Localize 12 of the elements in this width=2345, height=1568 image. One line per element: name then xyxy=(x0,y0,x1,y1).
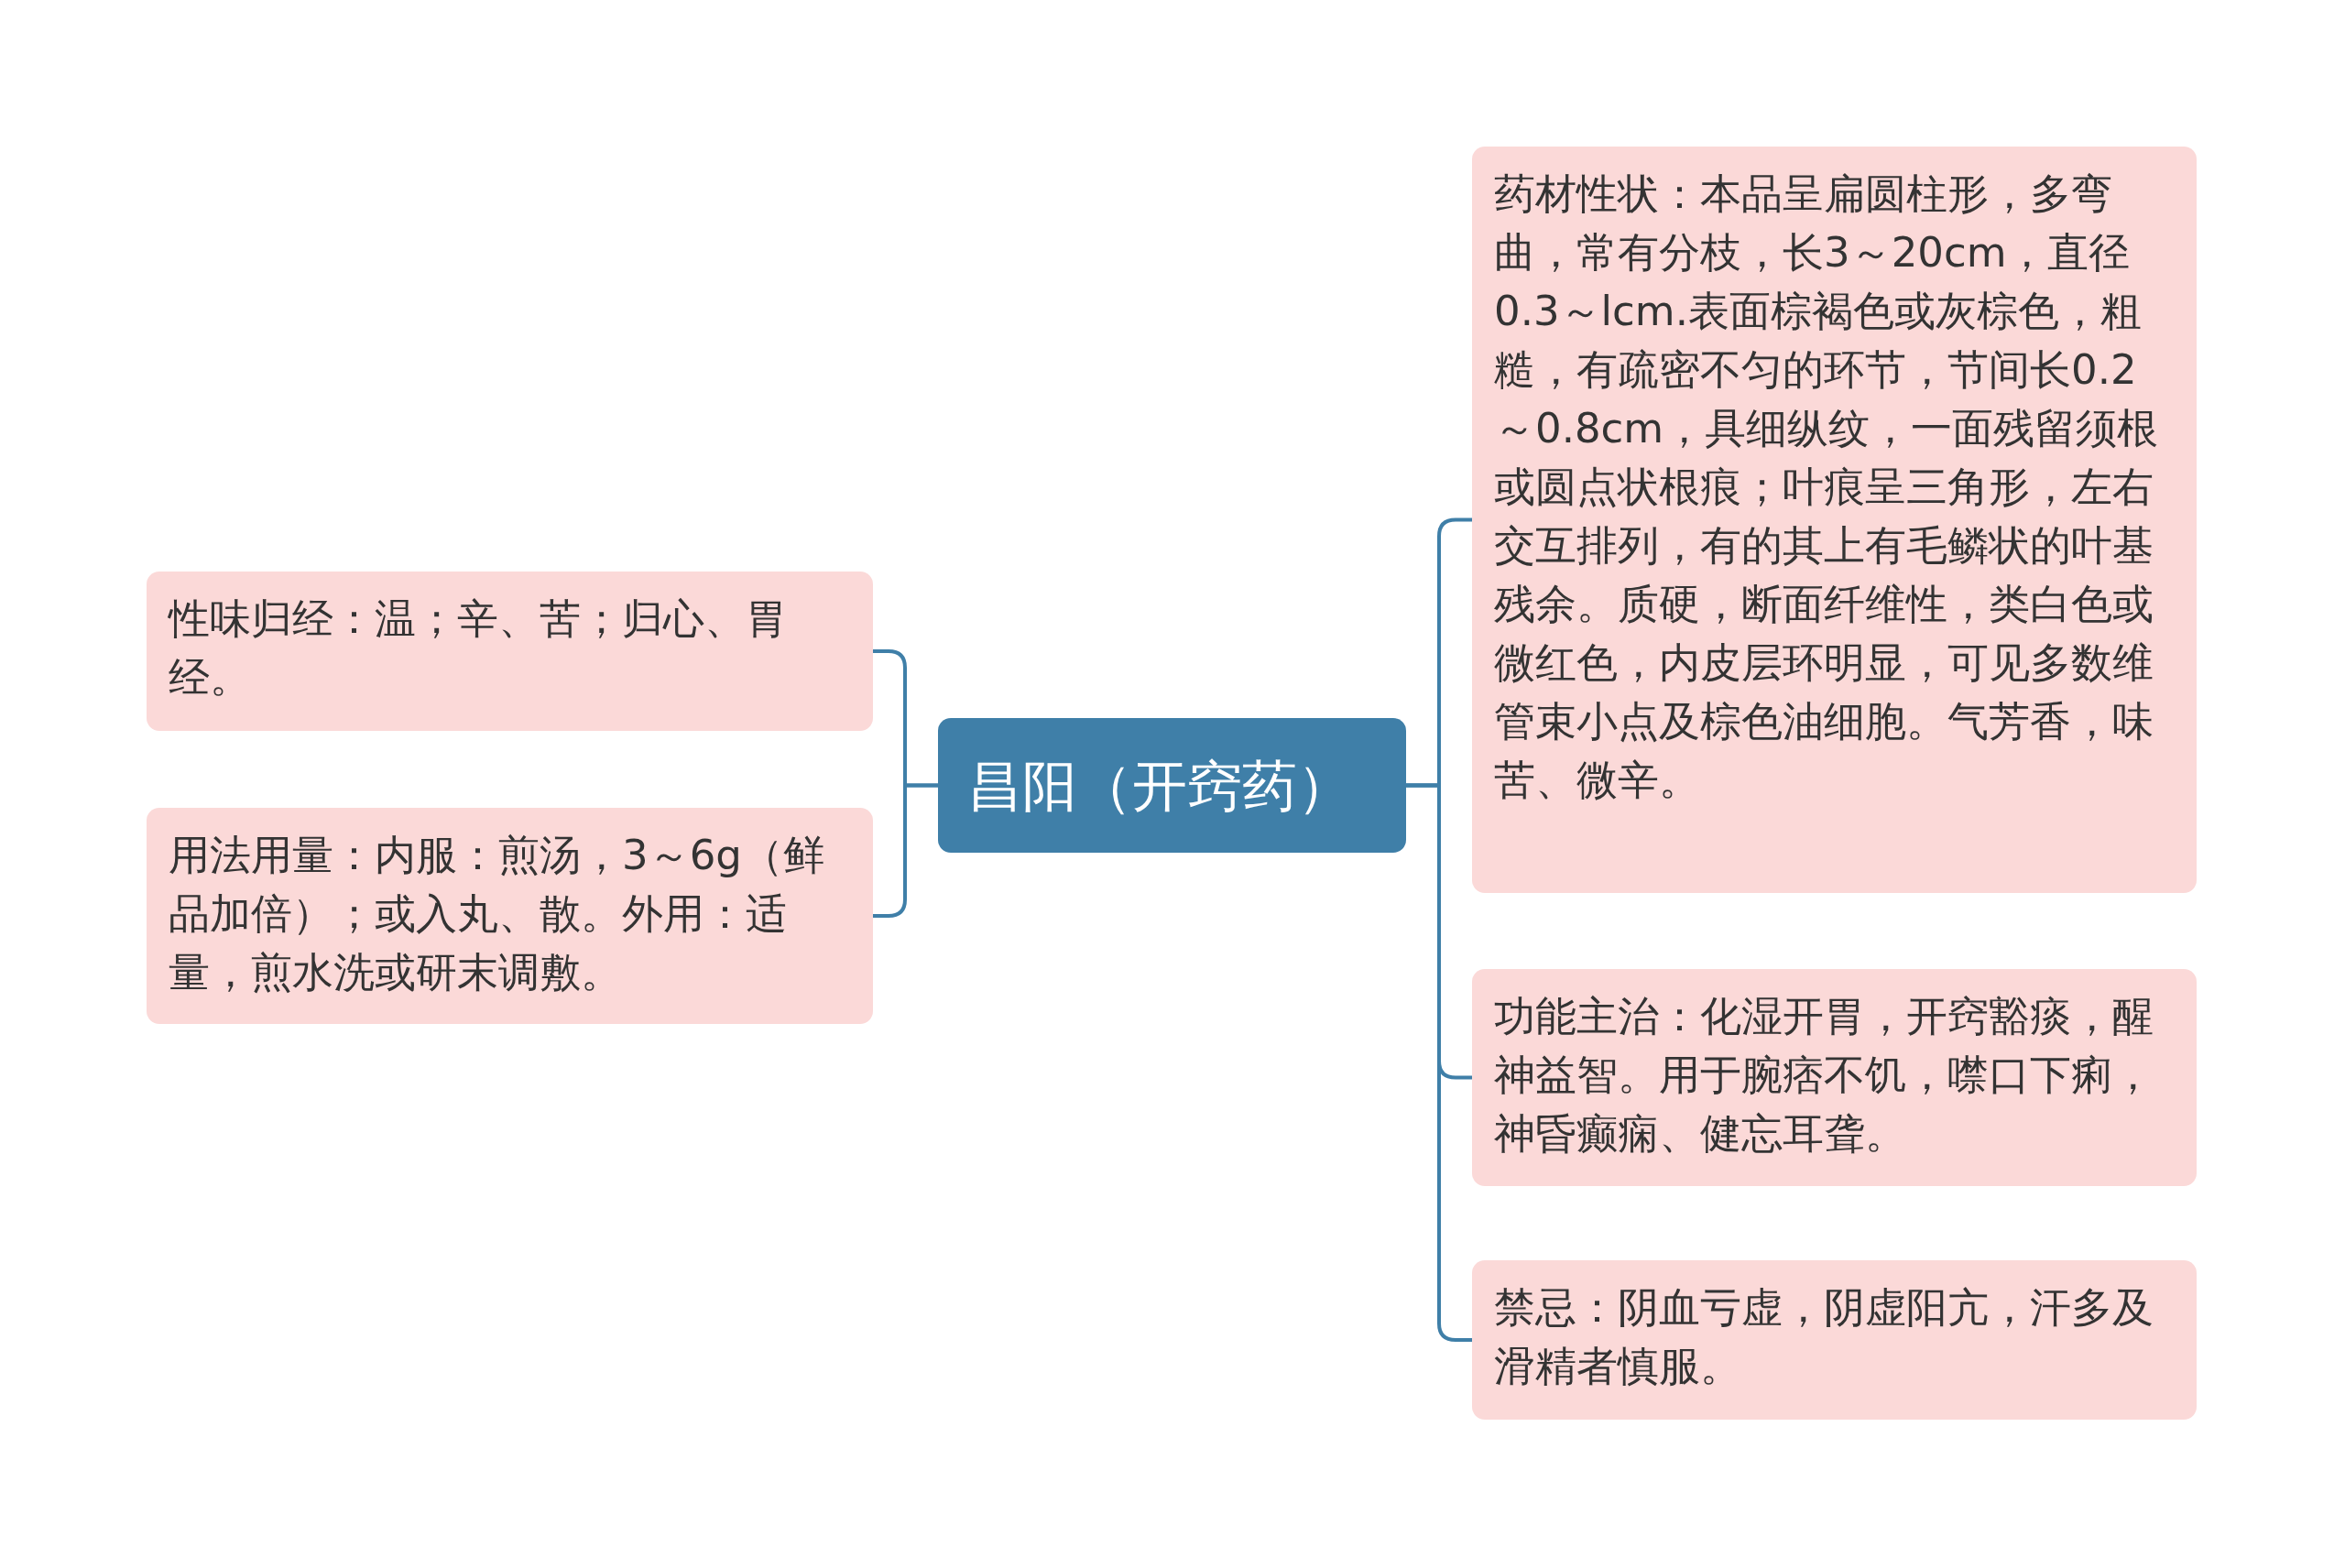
subtopic-card xyxy=(147,808,873,1024)
topic-text: 功能主治：化湿开胃，开窍豁痰，醒神益智。用于腕痞不饥，噤口下痢，神昏癫痫、健忘耳聋。 xyxy=(1494,992,2154,1158)
topic-text: 用法用量：内服：煎汤，3～6g（鲜品加倍）；或入丸、散。外用：适量，煎水洗或研末调敷。 xyxy=(169,831,824,996)
topic-text: 性味归经：温；辛、苦；归心、胃经。 xyxy=(169,594,787,702)
subtopic-card xyxy=(147,572,873,731)
topic-text: 药材性状：本品呈扁圆柱形，多弯曲，常有分枝，长3～20cm，直径0.3～lcm.表面棕褐色或灰棕色，粗糙，有疏密不匀的环节，节间长0.2～0.8cm，具细纵纹，一面残留须根或圆点状根痕；叶痕呈三角形，左右交互排列，有的其上有毛鳞状的叶基残余。质硬，断面纤维性，类白色或微红色，内皮层环明显，可见多数维管束小点及棕色油细胞。气芳香，味苦、微辛。 xyxy=(1494,169,2159,804)
central-topic xyxy=(938,718,1406,853)
topic-text: 昌阳（开窍药） xyxy=(967,752,1352,820)
subtopic-card xyxy=(1472,1260,2197,1420)
subtopic-card xyxy=(1472,969,2197,1186)
topic-text: 禁忌：阴血亏虚，阴虚阳亢，汗多及滑精者慎服。 xyxy=(1494,1283,2154,1390)
subtopic-card xyxy=(1472,147,2197,893)
